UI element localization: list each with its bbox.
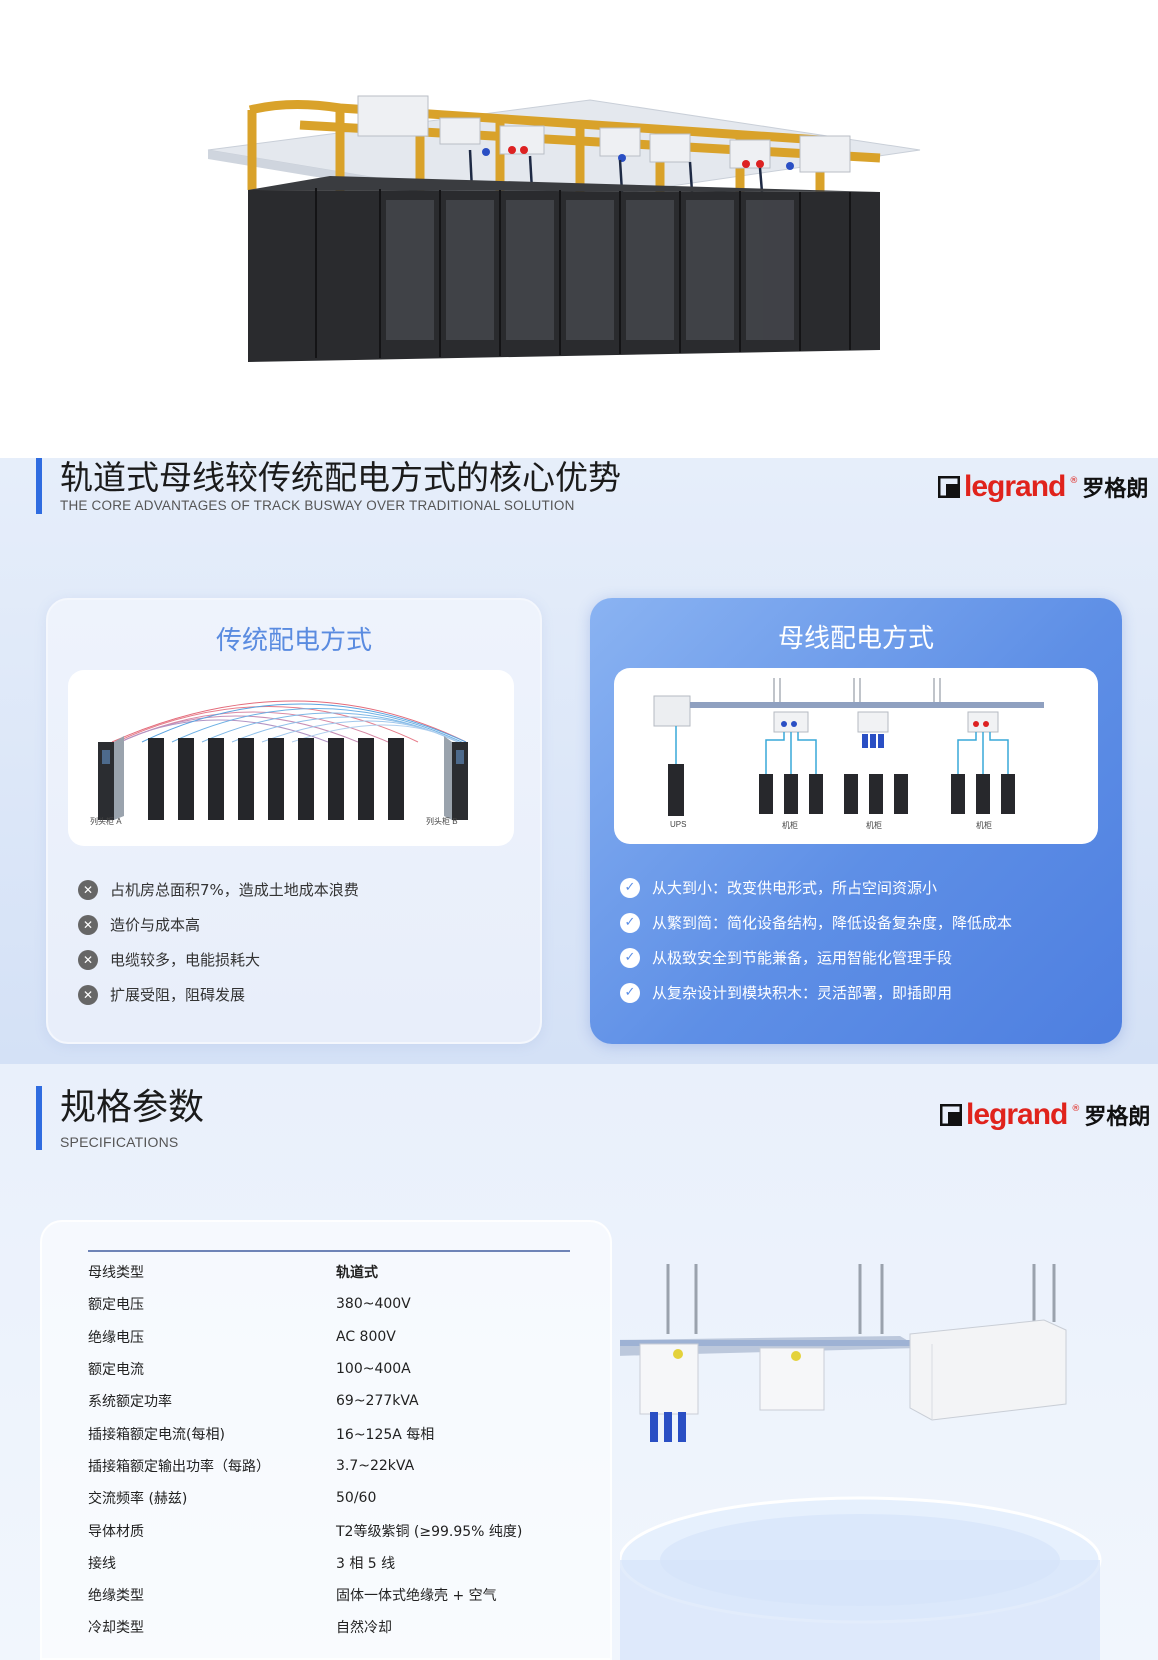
busway-diagram: UPS 机柜 机柜 机柜: [614, 668, 1098, 844]
spec-value: 3 相 5 线: [336, 1555, 396, 1572]
label-column-head-a: 列头柜 A: [90, 817, 122, 826]
list-item: ✕占机房总面积7%，造成土地成本浪费: [78, 872, 359, 907]
cross-icon: ✕: [78, 879, 98, 900]
list-item: ✓从极致安全到节能兼备，运用智能化管理手段: [620, 940, 1012, 975]
spec-value: 轨道式: [336, 1265, 378, 1282]
spec-key: 插接箱额定电流(每相): [88, 1426, 225, 1443]
logo-word: legrand: [966, 1098, 1068, 1131]
table-row: 交流频率 (赫兹) 50/60: [88, 1482, 570, 1514]
table-row: 额定电流 100~400A: [88, 1353, 570, 1385]
table-row: 系统额定功率 69~277kVA: [88, 1385, 570, 1417]
datacenter-illustration: [207, 95, 921, 362]
table-row: 插接箱额定电流(每相) 16~125A 每相: [88, 1417, 570, 1449]
traditional-diagram: 列头柜 A 列头柜 B: [68, 670, 514, 846]
advantages-section: 轨道式母线较传统配电方式的核心优势 THE CORE ADVANTAGES OF…: [0, 458, 1158, 1064]
logo-registered: ®: [1071, 1104, 1081, 1114]
check-icon: ✓: [620, 912, 640, 933]
spec-subtitle: SPECIFICATIONS: [60, 1134, 179, 1150]
spec-key: 冷却类型: [88, 1620, 144, 1637]
table-row: 绝缘类型 固体一体式绝缘壳 + 空气: [88, 1579, 570, 1611]
logo-chinese: 罗格朗: [1082, 477, 1149, 502]
spec-value: T2等级紫铜 (≥99.95% 纯度): [336, 1523, 523, 1540]
label-cabinet: 机柜: [866, 821, 882, 830]
spec-key: 额定电流: [88, 1362, 144, 1379]
spec-value: 69~277kVA: [336, 1393, 419, 1410]
check-icon: ✓: [620, 877, 640, 898]
legrand-mark-icon: [940, 1104, 962, 1126]
spec-value: 固体一体式绝缘壳 + 空气: [336, 1588, 497, 1605]
spec-key: 系统额定功率: [88, 1394, 172, 1411]
busway-title: 母线配电方式: [777, 624, 934, 654]
table-row: 导体材质 T2等级紫铜 (≥99.95% 纯度): [88, 1514, 570, 1546]
list-item: ✓从大到小：改变供电形式，所占空间资源小: [620, 870, 1012, 905]
traditional-title: 传统配电方式: [215, 626, 372, 656]
spec-value: 380~400V: [336, 1296, 411, 1313]
spec-table: 母线类型 轨道式额定电压 380~400V 绝缘电压 AC 800V 额定电流 100~40…: [88, 1250, 570, 1644]
label-cabinet: 机柜: [976, 821, 992, 830]
legrand-logo: legrand ® 罗格朗: [938, 470, 1148, 504]
spec-key: 接线: [88, 1555, 116, 1572]
busway-wiring-svg: [653, 678, 1044, 816]
cross-icon: ✕: [78, 914, 98, 935]
check-icon: ✓: [620, 947, 640, 968]
section-accent-bar: [36, 1086, 42, 1150]
cross-icon: ✕: [78, 949, 98, 970]
spec-key: 插接箱额定输出功率（每路）: [88, 1458, 270, 1475]
section-accent-bar: [36, 458, 42, 514]
table-row: 母线类型 轨道式: [88, 1256, 570, 1288]
spec-card: 母线类型 轨道式额定电压 380~400V 绝缘电压 AC 800V 额定电流 100~40…: [40, 1220, 612, 1660]
cross-icon: ✕: [78, 984, 98, 1005]
spec-key: 额定电压: [88, 1297, 144, 1314]
list-item: ✕电缆较多，电能损耗大: [78, 942, 359, 977]
check-icon: ✓: [620, 982, 640, 1003]
table-divider: [88, 1250, 570, 1252]
legrand-mark-icon: [938, 476, 960, 498]
spec-key: 母线类型: [88, 1265, 144, 1282]
label-cabinet: 机柜: [782, 821, 798, 830]
hero-image: [0, 0, 1158, 458]
table-row: 绝缘电压 AC 800V: [88, 1321, 570, 1353]
spec-value: 3.7~22kVA: [336, 1457, 415, 1474]
busway-card: 母线配电方式: [590, 598, 1122, 1044]
traditional-card: 传统配电方式: [46, 598, 542, 1044]
label-column-head-b: 列头柜 B: [426, 817, 458, 826]
legrand-logo: legrand ® 罗格朗: [940, 1098, 1150, 1132]
spec-key: 绝缘电压: [88, 1329, 144, 1346]
traditional-list: ✕占机房总面积7%，造成土地成本浪费 ✕造价与成本高 ✕电缆较多，电能损耗大 ✕…: [78, 872, 359, 1012]
advantages-title: 轨道式母线较传统配电方式的核心优势: [60, 458, 621, 497]
traditional-wiring-svg: [98, 700, 468, 820]
spec-key: 交流频率 (赫兹): [88, 1491, 188, 1508]
label-ups: UPS: [670, 820, 687, 829]
advantages-subtitle: THE CORE ADVANTAGES OF TRACK BUSWAY OVER…: [60, 498, 575, 513]
specifications-section: 规格参数 SPECIFICATIONS legrand ® 罗格朗 母线类型 轨道…: [0, 1064, 1158, 1660]
list-item: ✓从复杂设计到模块积木：灵活部署，即插即用: [620, 975, 1012, 1010]
table-row: 额定电压 380~400V: [88, 1288, 570, 1320]
list-item: ✓从繁到简：简化设备结构，降低设备复杂度，降低成本: [620, 905, 1012, 940]
spec-value: AC 800V: [336, 1328, 396, 1345]
logo-word: legrand: [964, 470, 1066, 503]
busway-product-illustration: [620, 1264, 1102, 1660]
table-row: 接线 3 相 5 线: [88, 1547, 570, 1579]
spec-key: 导体材质: [88, 1523, 144, 1540]
busway-list: ✓从大到小：改变供电形式，所占空间资源小 ✓从繁到简：简化设备结构，降低设备复杂…: [620, 870, 1012, 1010]
table-row: 冷却类型 自然冷却: [88, 1611, 570, 1643]
table-row: 插接箱额定输出功率（每路） 3.7~22kVA: [88, 1450, 570, 1482]
spec-value: 50/60: [336, 1490, 377, 1507]
spec-key: 绝缘类型: [88, 1588, 144, 1605]
logo-registered: ®: [1069, 476, 1079, 486]
logo-chinese: 罗格朗: [1084, 1105, 1151, 1130]
list-item: ✕造价与成本高: [78, 907, 359, 942]
spec-title: 规格参数: [60, 1087, 205, 1128]
spec-value: 自然冷却: [336, 1620, 392, 1637]
spec-value: 16~125A 每相: [336, 1426, 435, 1443]
list-item: ✕扩展受阻，阻碍发展: [78, 977, 359, 1012]
spec-value: 100~400A: [336, 1361, 411, 1378]
